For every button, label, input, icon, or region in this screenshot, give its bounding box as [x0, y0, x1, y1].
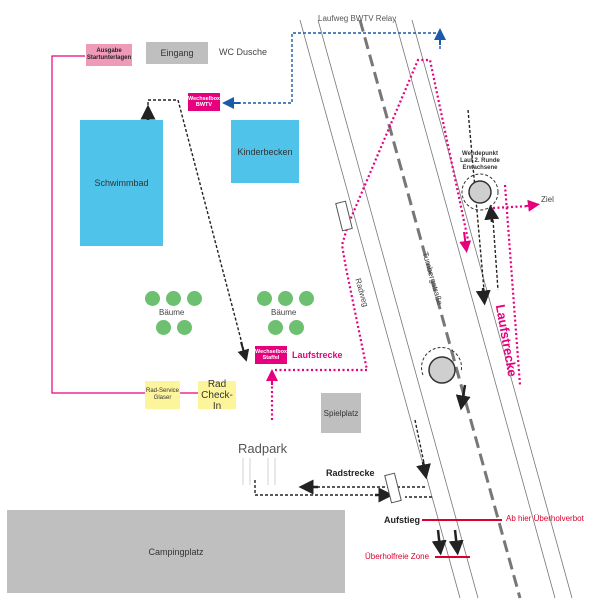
road-line: [317, 19, 479, 599]
relay-path-label: Laufweg BWTV Relay: [318, 14, 397, 23]
wc-label: WC Dusche: [219, 47, 268, 57]
baeume-right-label: Bäume: [271, 308, 297, 317]
timing-mat: [335, 200, 353, 232]
campingplatz-label: Campingplatz: [148, 546, 204, 557]
info-link-line: [51, 55, 145, 394]
spielplatz-label: Spielplatz: [323, 408, 359, 418]
radpark-label: Radpark: [238, 441, 288, 456]
schwimmbad-label: Schwimmbad: [94, 178, 149, 188]
laufstrecke-label: Laufstrecke: [292, 350, 343, 360]
roundabout-icon: [461, 173, 499, 211]
tree-icon: [166, 291, 181, 306]
road-line: [411, 19, 573, 599]
schwimmbad: Schwimmbad: [80, 120, 163, 246]
road-line: [394, 19, 556, 599]
tree-icon: [145, 291, 160, 306]
road-lines: [299, 19, 573, 599]
tree-icon: [278, 291, 293, 306]
tree-icon: [289, 320, 304, 335]
wechselbox-staffel-label: Wechselbox Staffel: [255, 348, 287, 362]
tree-icon: [187, 291, 202, 306]
ausgabe-box: Ausgabe Startunterlagen: [86, 44, 132, 66]
rad-checkin-box: Rad Check-In: [198, 378, 236, 412]
wechselbox-staffel: Wechselbox Staffel: [255, 346, 287, 364]
rad-service-box: Rad-Service Glaser: [145, 381, 180, 409]
wechselbox-bwtv-label: Wechselbox BWTV: [188, 95, 220, 109]
baeume-left-label: Bäume: [159, 308, 185, 317]
timing-mat: [384, 472, 402, 504]
wechselbox-bwtv: Wechselbox BWTV: [188, 93, 220, 111]
road-line: [299, 19, 461, 599]
ueberholverbot-label: Ab hier Überholverbot: [506, 514, 584, 523]
ueberholfreie-zone-label: Überholfreie Zone: [365, 552, 430, 561]
tree-icon: [268, 320, 283, 335]
eingang-label: Eingang: [160, 48, 194, 58]
run-route: [275, 58, 470, 372]
ausgabe-label: Ausgabe Startunterlagen: [86, 48, 132, 61]
kinderbecken-label: Kinderbecken: [237, 146, 293, 157]
tree-icon: [177, 320, 192, 335]
road-centerline: [358, 19, 522, 599]
eingang-box: Eingang: [146, 42, 208, 64]
tree-icon: [156, 320, 171, 335]
radpark-lines: [242, 458, 276, 485]
tree-icon: [299, 291, 314, 306]
radstrecke-label: Radstrecke: [326, 468, 375, 478]
spielplatz-box: Spielplatz: [321, 393, 361, 433]
rad-checkin-label: Rad Check-In: [201, 378, 233, 412]
aufstieg-label: Aufstieg: [384, 515, 420, 525]
campingplatz-box: Campingplatz: [7, 510, 345, 593]
kinderbecken: Kinderbecken: [231, 120, 299, 183]
tree-icon: [257, 291, 272, 306]
roundabout-icon: [421, 346, 462, 384]
bike-route-in: [254, 480, 385, 496]
ziel-label: Ziel: [541, 195, 554, 204]
wendepunkt-label: Wendepunkt Lauf 2. Runde Erwachsene: [460, 151, 500, 171]
rad-service-label: Rad-Service Glaser: [145, 388, 179, 401]
